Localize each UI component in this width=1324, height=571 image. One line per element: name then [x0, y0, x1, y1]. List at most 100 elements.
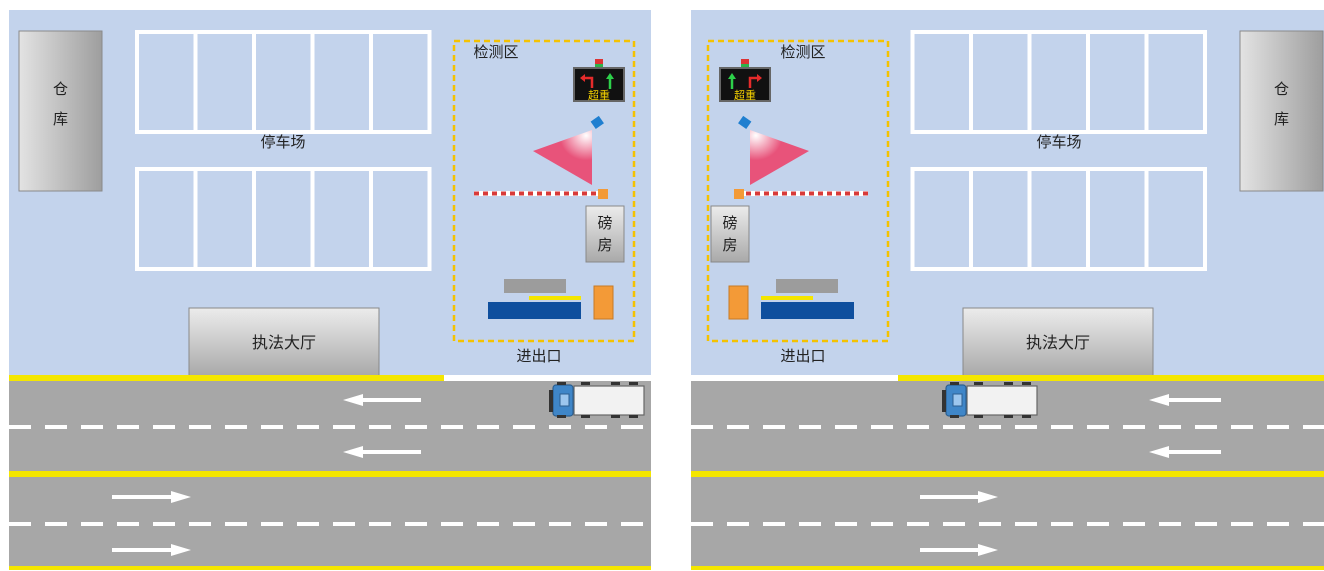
hall-building [962, 307, 1154, 377]
road-edge-line [691, 566, 1324, 570]
led-turn-arrow-icon [584, 76, 594, 88]
truck [549, 382, 645, 418]
warehouse-label: 库 [1274, 110, 1289, 128]
truck-body [966, 385, 1038, 416]
led-turn-arrowhead [757, 74, 762, 82]
truck-window [559, 393, 570, 407]
barrier-arm [744, 191, 868, 196]
warehouse-label: 仓 [1274, 80, 1289, 98]
led-text: 超重 [588, 88, 610, 102]
led-straight-arrowhead [606, 73, 614, 79]
led-straight-arrowhead [728, 73, 736, 79]
parking-row-top [910, 30, 1207, 134]
truck-wheel [557, 382, 566, 385]
truck-wheel [1022, 415, 1031, 418]
truck-wheel [581, 382, 590, 385]
scale-house-label: 磅 [722, 214, 737, 232]
curb-yellow [9, 375, 444, 381]
detection-zone-border [706, 39, 890, 343]
warehouse-building [18, 30, 103, 192]
detection-zone-label: 检测区 [780, 43, 825, 61]
truck-wheel [629, 382, 638, 385]
led-turn-arrowhead [580, 74, 585, 82]
control-cabinet [593, 285, 614, 320]
led-text: 超重 [734, 88, 756, 102]
parking-row-bottom [910, 167, 1207, 271]
weighbridge-line [761, 296, 813, 300]
panel-right: 仓库停车场执法大厅 检测区进出口 超重磅房 [691, 10, 1324, 570]
truck-wheel [581, 415, 590, 418]
truck-wheel [611, 382, 620, 385]
weighbridge-cover [504, 279, 566, 293]
weighbridge-line [529, 296, 581, 300]
truck-bumper [942, 390, 946, 412]
signal-light-green [741, 64, 749, 68]
warehouse-label: 仓 [53, 80, 68, 98]
warehouse-building [1239, 30, 1324, 192]
truck-wheel [1004, 382, 1013, 385]
parking-row-bottom [135, 167, 432, 271]
truck-wheel [1004, 415, 1013, 418]
camera-view-cone [750, 130, 809, 185]
lane-arrow-upper-2-head [343, 446, 363, 458]
lane-arrow-upper-1-head [1149, 394, 1169, 406]
weighbridge-cover [776, 279, 838, 293]
scale-house-label: 房 [597, 236, 612, 254]
truck-wheel [1022, 382, 1031, 385]
camera-icon [590, 115, 604, 129]
led-turn-arrow-icon [748, 76, 758, 88]
lane-arrow-upper-2-head [1149, 446, 1169, 458]
parking-label: 停车场 [1036, 133, 1081, 151]
curb-yellow [898, 375, 1324, 381]
weighbridge-platform [761, 302, 854, 319]
led-sign [573, 67, 625, 102]
lane-arrow-upper-1-head [343, 394, 363, 406]
truck-wheel [557, 415, 566, 418]
truck-wheel [974, 382, 983, 385]
detection-zone-label: 检测区 [473, 43, 518, 61]
barrier-arm [474, 191, 598, 196]
signal-light-green [595, 64, 603, 68]
panel-left: 仓库停车场执法大厅 检测区进出口 超重磅房 [9, 10, 651, 570]
scale-house-label: 房 [722, 236, 737, 254]
lane-arrow-lower-1-head [978, 491, 998, 503]
detection-zone-border [452, 39, 636, 343]
warehouse-label: 库 [53, 110, 68, 128]
barrier-post [598, 189, 608, 199]
hall-building [188, 307, 380, 377]
truck-wheel [950, 382, 959, 385]
truck [942, 382, 1038, 418]
truck-wheel [629, 415, 638, 418]
signal-light [595, 59, 603, 67]
truck-body [573, 385, 645, 416]
truck-wheel [974, 415, 983, 418]
entrance-label: 进出口 [516, 347, 561, 365]
entrance-label: 进出口 [780, 347, 825, 365]
barrier-post [734, 189, 744, 199]
camera-icon [738, 115, 752, 129]
parking-row-top [135, 30, 432, 134]
lane-arrow-lower-2-head [978, 544, 998, 556]
median-line [9, 471, 651, 477]
road-edge-line [9, 566, 651, 570]
signal-light [741, 59, 749, 67]
median-line [691, 471, 1324, 477]
control-cabinet [728, 285, 749, 320]
scale-house [585, 205, 625, 263]
lane-arrow-lower-2-head [171, 544, 191, 556]
scale-house [710, 205, 750, 263]
hall-label: 执法大厅 [252, 333, 316, 352]
weighbridge-platform [488, 302, 581, 319]
truck-wheel [950, 415, 959, 418]
hall-label: 执法大厅 [1026, 333, 1090, 352]
led-sign [719, 67, 771, 102]
truck-wheel [611, 415, 620, 418]
parking-label: 停车场 [260, 133, 305, 151]
lane-arrow-lower-1-head [171, 491, 191, 503]
camera-view-cone [533, 130, 592, 185]
truck-window [952, 393, 963, 407]
truck-bumper [549, 390, 553, 412]
scale-house-label: 磅 [597, 214, 612, 232]
